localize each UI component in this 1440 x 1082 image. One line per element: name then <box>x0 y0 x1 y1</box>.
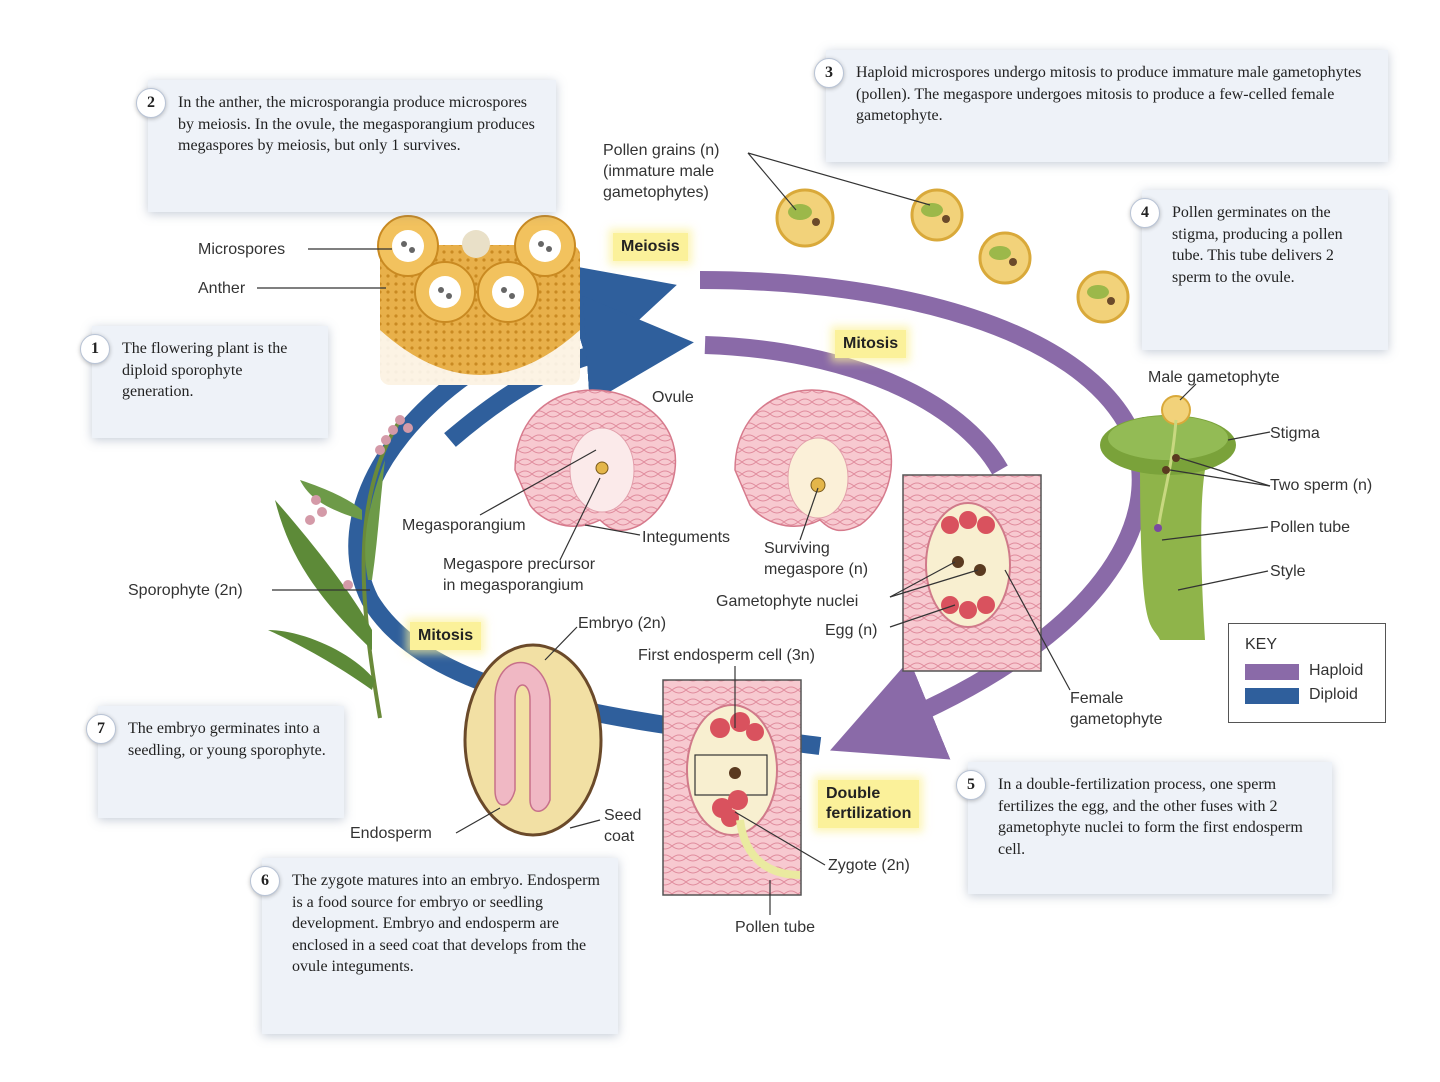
endosperm-label: Endosperm <box>350 825 432 842</box>
ovule-label: Ovule <box>652 389 694 406</box>
two-sperm-label: Two sperm (n) <box>1270 477 1373 494</box>
step-7-number: 7 <box>86 714 116 744</box>
step-6-number: 6 <box>250 866 280 896</box>
step-3-box: 3 Haploid microspores undergo mitosis to… <box>814 50 1388 162</box>
first-endosperm-label: First endosperm cell (3n) <box>638 647 815 664</box>
male-gametophyte-label: Male gametophyte <box>1148 369 1280 386</box>
sporophyte-plant-illustration <box>268 415 413 719</box>
meiosis-stage-label: Meiosis <box>613 233 688 261</box>
step-1-box: 1 The flowering plant is the diploid spo… <box>80 326 328 438</box>
anther-label: Anther <box>198 280 246 297</box>
step-5-number: 5 <box>956 770 986 800</box>
seed-coat-label: Seed coat <box>604 807 642 845</box>
microspores-label: Microspores <box>198 241 286 258</box>
seed-illustration <box>463 643 603 837</box>
female-gametophyte-illustration <box>902 474 1042 672</box>
step-5-text: In a double-fertilization process, one s… <box>998 776 1303 858</box>
step-6-text: The zygote matures into an embryo. Endos… <box>292 872 600 975</box>
step-4-text: Pollen germinates on the stigma, produci… <box>1172 204 1343 286</box>
integuments-label: Integuments <box>642 529 731 546</box>
step-1-text: The flowering plant is the diploid sporo… <box>122 340 288 400</box>
step-4-number: 4 <box>1130 198 1160 228</box>
key-title: KEY <box>1245 636 1278 653</box>
gametophyte-nuclei-label: Gametophyte nuclei <box>716 593 859 610</box>
diploid-swatch <box>1245 688 1299 704</box>
haploid-swatch <box>1245 664 1299 680</box>
pollen-grains-label: Pollen grains (n) (immature male gametop… <box>603 142 720 201</box>
step-6-box: 6 The zygote matures into an embryo. End… <box>250 858 618 1034</box>
surviving-megaspore-label: Surviving megaspore (n) <box>764 540 869 578</box>
megasporangium-label: Megasporangium <box>402 517 526 534</box>
embryo-label: Embryo (2n) <box>578 615 667 632</box>
step-3-text: Haploid microspores undergo mitosis to p… <box>856 64 1362 124</box>
stigma-label: Stigma <box>1270 425 1320 442</box>
key-label-haploid: Haploid <box>1309 662 1364 679</box>
stigma-style-illustration <box>1100 395 1236 640</box>
anther-illustration <box>377 215 580 385</box>
sporophyte-label: Sporophyte (2n) <box>128 582 243 599</box>
female-gametophyte-label: Female gametophyte <box>1070 690 1163 728</box>
pollen-grains <box>775 188 1130 324</box>
key-label-diploid: Diploid <box>1309 686 1358 703</box>
ovule-surviving-megaspore <box>734 389 893 532</box>
pollen-tube-label-bottom: Pollen tube <box>735 919 816 936</box>
legend-key: KEY Haploid Diploid <box>1228 623 1386 723</box>
step-4-box: 4 Pollen germinates on the stigma, produ… <box>1130 190 1388 350</box>
step-2-text: In the anther, the microsporangia produc… <box>178 94 535 154</box>
pollen-tube-label-right: Pollen tube <box>1270 519 1351 536</box>
ovule-megasporangium <box>514 389 677 532</box>
step-5-box: 5 In a double-fertilization process, one… <box>956 762 1332 894</box>
leader-lines <box>257 152 1271 915</box>
step-2-number: 2 <box>136 88 166 118</box>
step-7-text: The embryo germinates into a seedling, o… <box>128 720 326 759</box>
double-fertilization-stage-label: Double fertilization <box>818 780 920 828</box>
style-label: Style <box>1270 563 1306 580</box>
double-fertilization-illustration <box>662 679 802 896</box>
egg-label: Egg (n) <box>825 622 878 639</box>
mitosis-stage-label-top: Mitosis <box>835 330 907 358</box>
step-2-box: 2 In the anther, the microsporangia prod… <box>136 80 556 212</box>
zygote-label: Zygote (2n) <box>828 857 910 874</box>
mitosis-stage-label-left: Mitosis <box>410 622 482 650</box>
step-3-number: 3 <box>814 58 844 88</box>
step-1-number: 1 <box>80 334 110 364</box>
step-7-box: 7 The embryo germinates into a seedling,… <box>86 706 344 818</box>
megaspore-precursor-label: Megaspore precursor in megasporangium <box>443 556 596 594</box>
